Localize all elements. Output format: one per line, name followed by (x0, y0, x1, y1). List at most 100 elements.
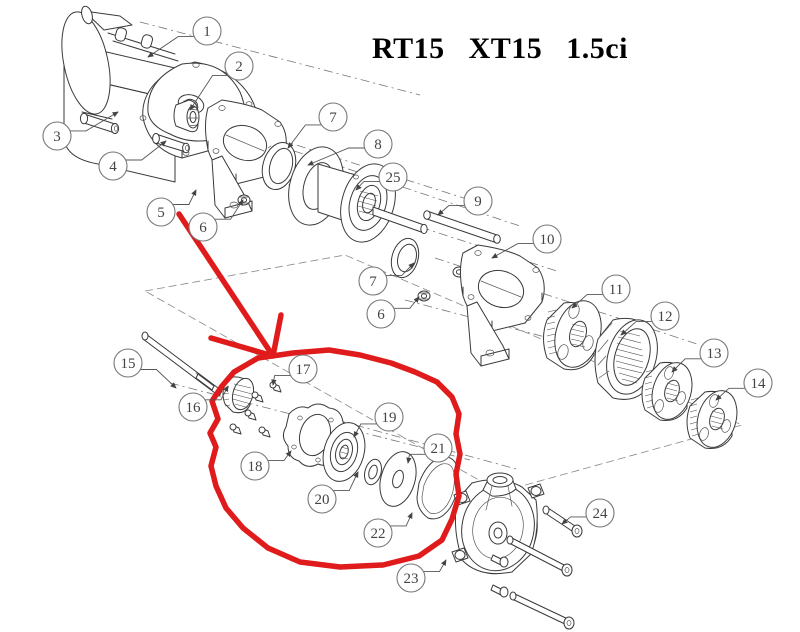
callout-number: 11 (609, 282, 623, 298)
callout-21[interactable]: 21 (406, 433, 453, 464)
drum-shaft (372, 206, 428, 235)
callout-13[interactable]: 13 (671, 338, 729, 373)
callout-bubble[interactable] (178, 392, 208, 422)
red-hand-drawn-circle (207, 347, 463, 570)
callout-10[interactable]: 10 (491, 224, 562, 259)
callout-6[interactable]: 6 (366, 296, 420, 329)
callout-bubble[interactable] (743, 368, 773, 398)
part-23-brake-housing (451, 472, 545, 575)
callout-18[interactable]: 18 (240, 450, 292, 481)
part-16-pinion (222, 376, 255, 414)
callout-bubble[interactable] (224, 51, 254, 81)
callout-bubble[interactable] (378, 162, 408, 192)
callout-leader (390, 512, 413, 527)
callout-bubble[interactable] (374, 402, 404, 432)
callout-6[interactable]: 6 (188, 199, 244, 242)
callout-8[interactable]: 8 (307, 129, 393, 166)
callout-bubble[interactable] (363, 518, 393, 548)
callout-bubble[interactable] (423, 433, 453, 463)
callout-23[interactable]: 23 (396, 559, 447, 593)
callout-11[interactable]: 11 (571, 274, 631, 309)
callout-number: 25 (386, 170, 401, 186)
callout-leader (125, 140, 167, 161)
callout-bubble[interactable] (532, 224, 562, 254)
callout-20[interactable]: 20 (307, 471, 359, 514)
callout-24[interactable]: 24 (561, 498, 615, 528)
callout-12[interactable]: 12 (620, 301, 680, 336)
callout-16[interactable]: 16 (178, 385, 229, 422)
part-7-seal-a (261, 142, 297, 190)
callout-number: 8 (374, 137, 382, 153)
callout-number: 6 (377, 307, 385, 323)
callout-bubble[interactable] (240, 451, 270, 481)
drum-assembly (261, 142, 466, 302)
callout-leader (393, 296, 420, 309)
callout-number: 24 (593, 506, 609, 522)
callout-bubble[interactable] (318, 102, 348, 132)
callout-leader (205, 385, 229, 401)
callout-leader (189, 74, 229, 111)
callout-25[interactable]: 25 (355, 162, 408, 192)
callout-bubble[interactable] (358, 266, 388, 296)
callout-4[interactable]: 4 (98, 140, 167, 181)
callout-bubble[interactable] (192, 16, 222, 46)
part-13-gear (641, 362, 693, 421)
part-21-friction-disc (379, 451, 417, 507)
callout-number: 12 (658, 309, 673, 325)
part-2-coupler (173, 99, 200, 133)
callout-bubble[interactable] (98, 151, 128, 181)
callout-leader (271, 375, 291, 386)
callout-bubble[interactable] (307, 484, 337, 514)
callout-layer: 1234567825769101112131415161718192021222… (42, 16, 773, 593)
callout-leader (491, 243, 534, 259)
callout-14[interactable]: 14 (715, 368, 773, 401)
callout-1[interactable]: 1 (147, 16, 222, 58)
part-24-bolts (490, 505, 583, 630)
callout-22[interactable]: 22 (363, 512, 413, 548)
callout-7[interactable]: 7 (287, 102, 348, 149)
callout-number: 2 (235, 59, 243, 75)
part-20-washer (364, 458, 382, 486)
callout-leader (671, 358, 702, 373)
callout-bubble[interactable] (396, 563, 426, 593)
callout-3[interactable]: 3 (42, 111, 119, 151)
callout-leader (214, 199, 244, 220)
callout-15[interactable]: 15 (113, 348, 177, 389)
callout-bubble[interactable] (601, 274, 631, 304)
callout-17[interactable]: 17 (271, 354, 318, 386)
callout-7[interactable]: 7 (358, 262, 415, 296)
callout-leader (140, 369, 177, 389)
callout-bubble[interactable] (699, 338, 729, 368)
callout-number: 21 (431, 441, 446, 457)
callout-leader (353, 423, 377, 438)
callout-bubble[interactable] (363, 129, 393, 159)
callout-9[interactable]: 9 (437, 186, 493, 216)
callout-2[interactable]: 2 (189, 51, 254, 111)
callout-bubble[interactable] (366, 299, 396, 329)
callout-leader (172, 189, 197, 205)
part-4-bolt (152, 133, 190, 154)
callout-19[interactable]: 19 (353, 402, 404, 438)
callout-bubble[interactable] (188, 212, 218, 242)
callout-number: 3 (53, 129, 61, 145)
callout-bubble[interactable] (288, 354, 318, 384)
callout-bubble[interactable] (146, 197, 176, 227)
callout-bubble[interactable] (585, 498, 615, 528)
callout-5[interactable]: 5 (146, 189, 197, 227)
part-11-gear-carrier (543, 300, 602, 371)
callout-number: 5 (157, 205, 165, 221)
callout-leader (423, 559, 447, 573)
callout-bubble[interactable] (113, 348, 143, 378)
callout-bubble[interactable] (42, 121, 72, 151)
part-9-tie-rod (423, 210, 501, 244)
callout-leader (715, 387, 745, 401)
callout-bubble[interactable] (650, 301, 680, 331)
callout-leader (437, 205, 465, 216)
callout-leader (355, 181, 380, 191)
planetary-gears (543, 300, 738, 449)
callout-bubble[interactable] (463, 186, 493, 216)
callout-number: 16 (186, 400, 202, 416)
callout-number: 19 (382, 410, 397, 426)
